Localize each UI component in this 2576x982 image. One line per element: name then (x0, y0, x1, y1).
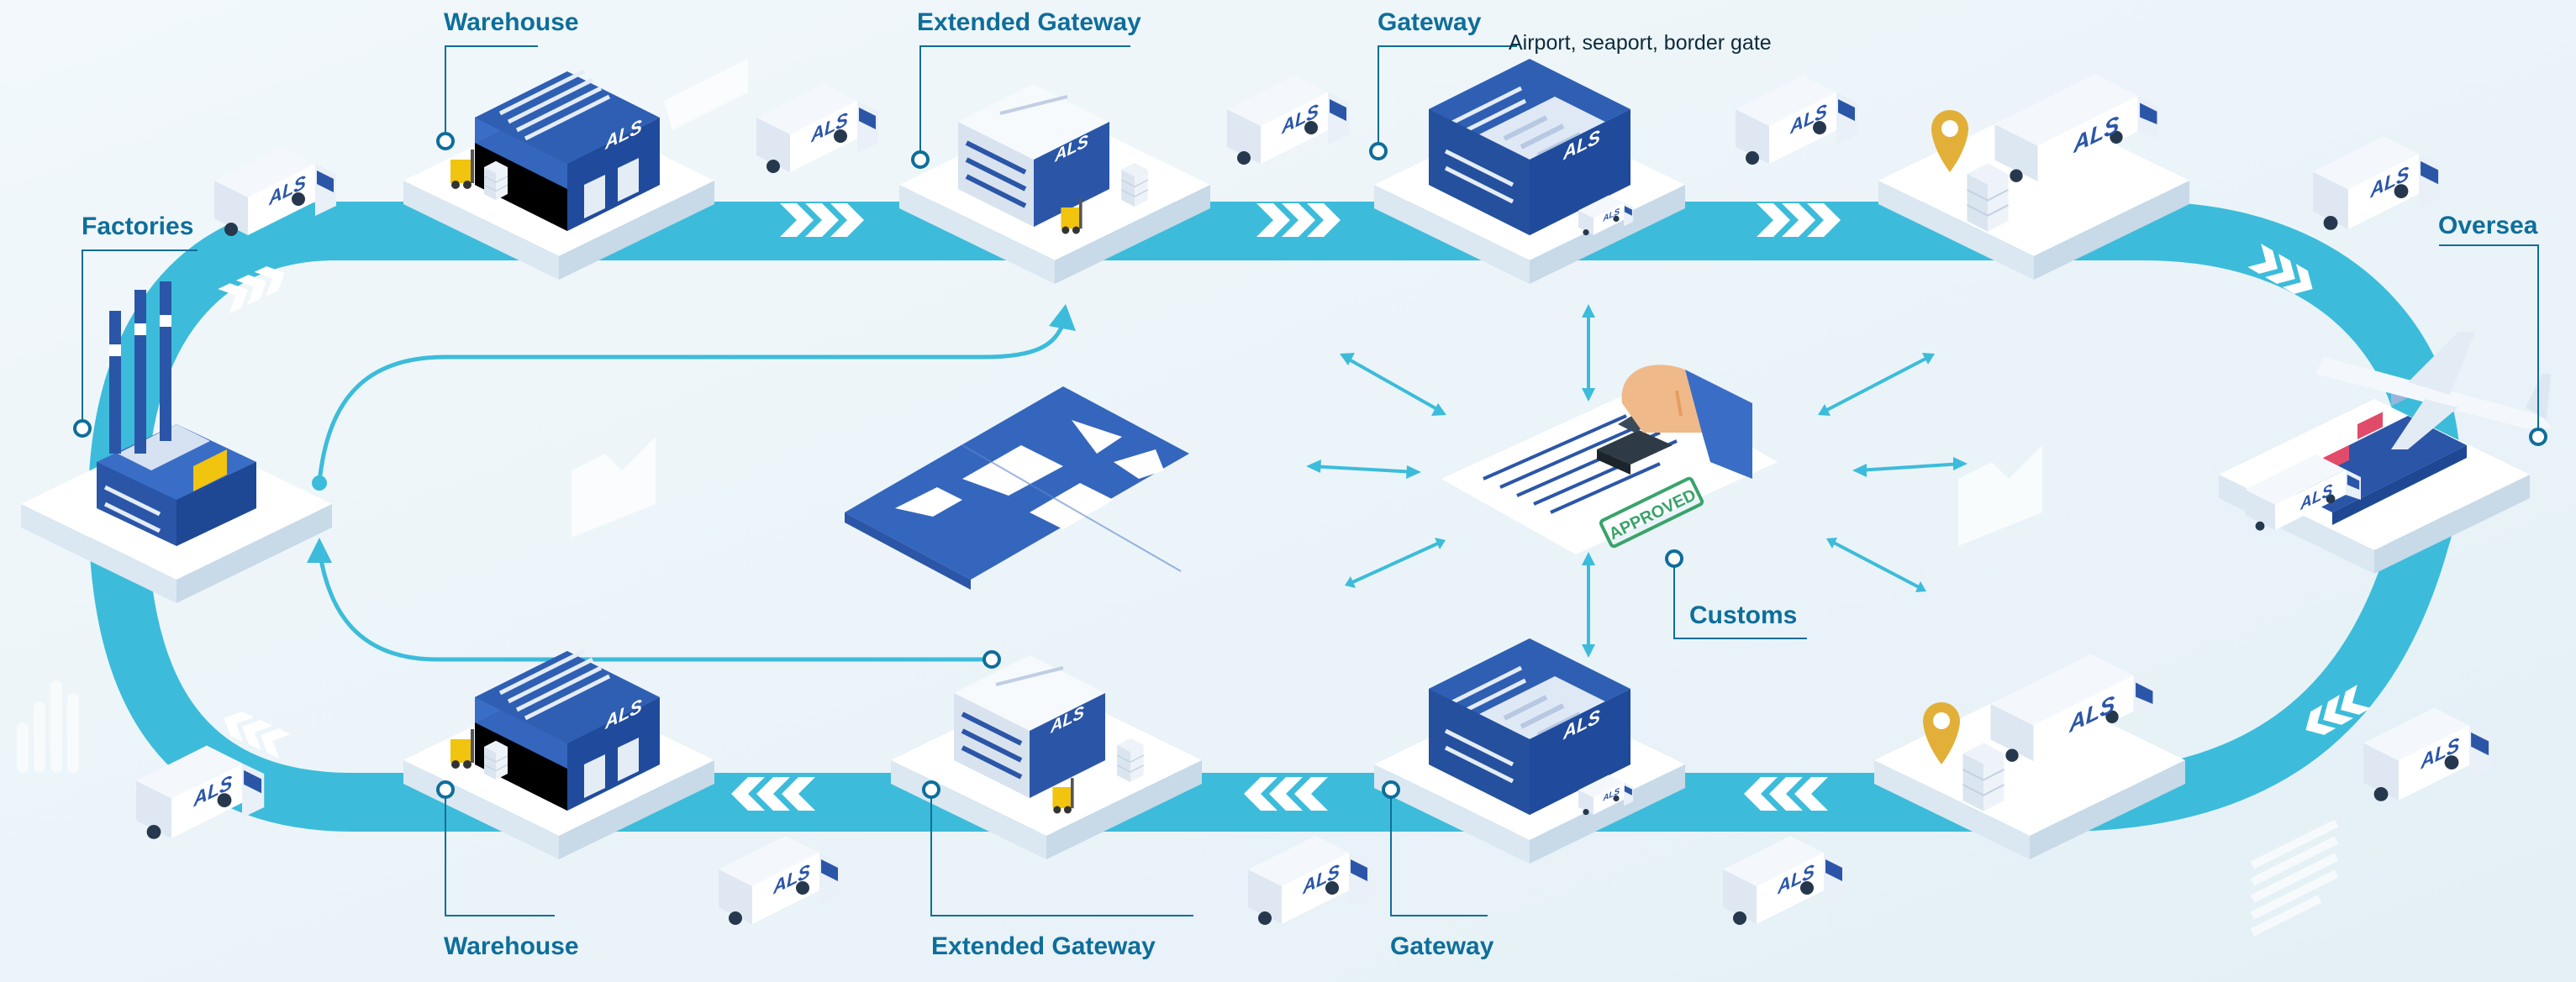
stamp-icon (1597, 365, 1752, 479)
oversea-label: Oversea (2438, 212, 2538, 239)
extended-gateway-bottom-label: Extended Gateway (931, 932, 1156, 960)
warehouse-top-label: Warehouse (444, 8, 579, 36)
arrowhead (1049, 304, 1076, 331)
connector-dot (312, 475, 327, 491)
gateway-top-note: Airport, seaport, border gate (1509, 31, 1772, 55)
extended-gateway-top-label: Extended Gateway (917, 8, 1141, 36)
decorative-bar-chart-icon (17, 680, 79, 773)
gateway-bottom-label: Gateway (1390, 932, 1494, 960)
world-map-icon (845, 386, 1189, 590)
customs-radiating-arrows (1306, 304, 1968, 658)
decorative-line-chart-icon (572, 437, 2042, 546)
return-flow-arrow (317, 549, 996, 662)
arrowhead (307, 538, 332, 563)
label-leader-lines (82, 45, 2539, 916)
customs-label: Customs (1689, 601, 1798, 629)
forward-flow-arrow (317, 323, 1066, 484)
factories-label: Factories (82, 213, 194, 240)
gateway-top-label: Gateway (1378, 8, 1482, 36)
decorative-list-icon (2250, 819, 2339, 937)
label-connector-dots (73, 132, 2547, 799)
decorative-document-icon (664, 59, 748, 130)
warehouse-bottom-label: Warehouse (444, 932, 579, 960)
